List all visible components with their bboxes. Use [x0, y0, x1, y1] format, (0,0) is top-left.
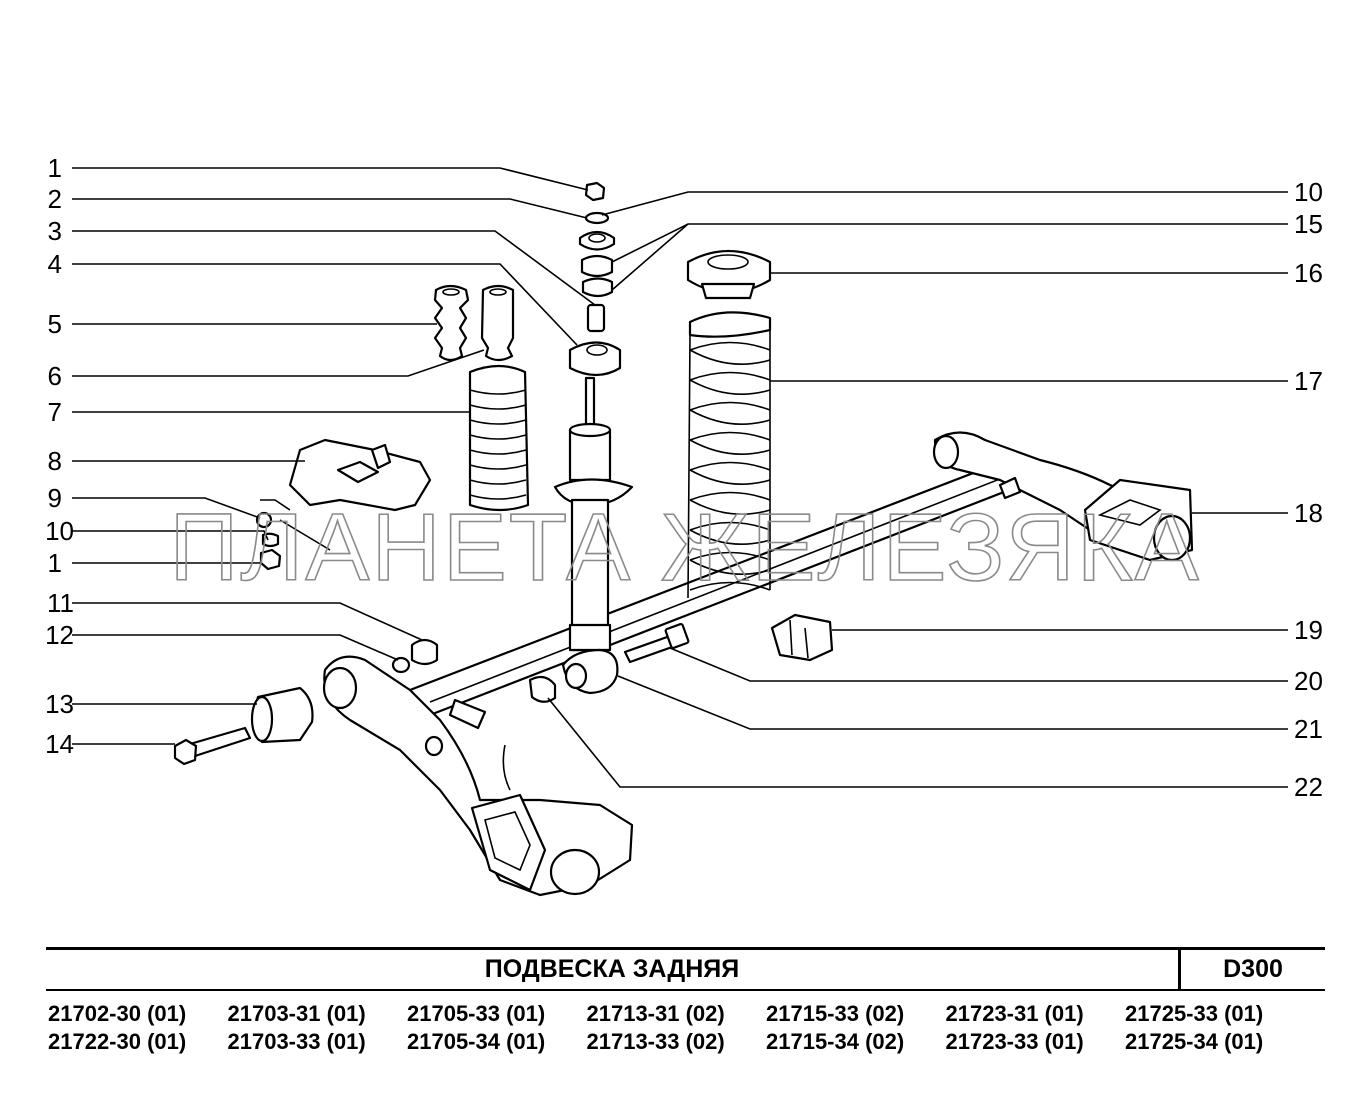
page-code: D300 [1223, 955, 1283, 983]
callout-label: 12 [45, 620, 74, 650]
callouts-left: 1 2 3 4 5 6 7 8 9 10 1 11 12 13 14 [45, 153, 74, 759]
title-divider [1178, 947, 1181, 990]
callout-label: 4 [48, 249, 62, 279]
model-code: 21723-31 (01) [945, 1001, 1084, 1026]
model-code: 21705-33 (01) [407, 1001, 546, 1026]
callout-label: 2 [48, 184, 62, 214]
bump-stops [433, 284, 515, 362]
callout-label: 10 [45, 516, 74, 546]
model-code: 21715-33 (02) [766, 1001, 905, 1026]
callout-label: 13 [45, 689, 74, 719]
callout-label: 8 [48, 446, 62, 476]
rear-beam [322, 431, 1194, 897]
callout-label: 9 [48, 483, 62, 513]
model-code: 21725-33 (01) [1125, 1001, 1264, 1026]
title-rule-top [46, 947, 1325, 950]
callout-label: 16 [1294, 258, 1323, 288]
watermark: ПЛАНЕТА ЖЕЛЕЗЯКА [169, 494, 1200, 601]
coil-spring [687, 311, 772, 599]
upper-mount-bracket [255, 438, 432, 571]
shock-absorber [553, 376, 634, 695]
model-code: 21725-34 (01) [1125, 1029, 1264, 1054]
callout-label: 20 [1294, 666, 1323, 696]
callouts-right: 10 15 16 17 18 19 20 21 22 [1294, 177, 1323, 802]
model-code: 21703-31 (01) [227, 1001, 366, 1026]
rear-suspension-diagram: 1 2 3 4 5 6 7 8 9 10 1 11 12 13 14 10 15… [45, 153, 1323, 897]
callout-label: 3 [48, 216, 62, 246]
model-code: 21713-33 (02) [586, 1029, 725, 1054]
title-rule-bottom [46, 989, 1325, 991]
callout-label: 7 [48, 397, 62, 427]
callout-label: 14 [45, 729, 74, 759]
model-code: 21723-33 (01) [945, 1029, 1084, 1054]
callout-label: 17 [1294, 366, 1323, 396]
model-code: 21715-34 (02) [766, 1029, 905, 1054]
callout-label: 10 [1294, 177, 1323, 207]
shock-upper-mount [568, 181, 622, 377]
callout-label: 1 [48, 153, 62, 183]
callout-label: 21 [1294, 714, 1323, 744]
callout-label: 1 [48, 548, 62, 578]
protective-boot [468, 364, 530, 512]
model-row: 21722-30 (01) 21703-33 (01) 21705-34 (01… [48, 1028, 1338, 1056]
callout-label: 11 [47, 588, 74, 618]
page-title: ПОДВЕСКА ЗАДНЯЯ [484, 955, 740, 983]
bushing-and-bolt [173, 613, 834, 766]
callout-label: 18 [1294, 498, 1323, 528]
callout-label: 6 [48, 361, 62, 391]
model-code: 21703-33 (01) [227, 1029, 366, 1054]
model-code: 21722-30 (01) [48, 1029, 187, 1054]
callout-label: 19 [1294, 615, 1323, 645]
model-code: 21705-34 (01) [407, 1029, 546, 1054]
callout-label: 22 [1294, 772, 1323, 802]
spring-insulator [686, 249, 772, 300]
model-list: 21702-30 (01) 21703-31 (01) 21705-33 (01… [48, 1000, 1338, 1056]
callout-label: 15 [1294, 209, 1323, 239]
model-code: 21702-30 (01) [48, 1001, 187, 1026]
callout-label: 5 [48, 309, 62, 339]
model-code: 21713-31 (02) [586, 1001, 725, 1026]
leader-lines [72, 167, 1288, 788]
model-row: 21702-30 (01) 21703-31 (01) 21705-33 (01… [48, 1000, 1338, 1028]
